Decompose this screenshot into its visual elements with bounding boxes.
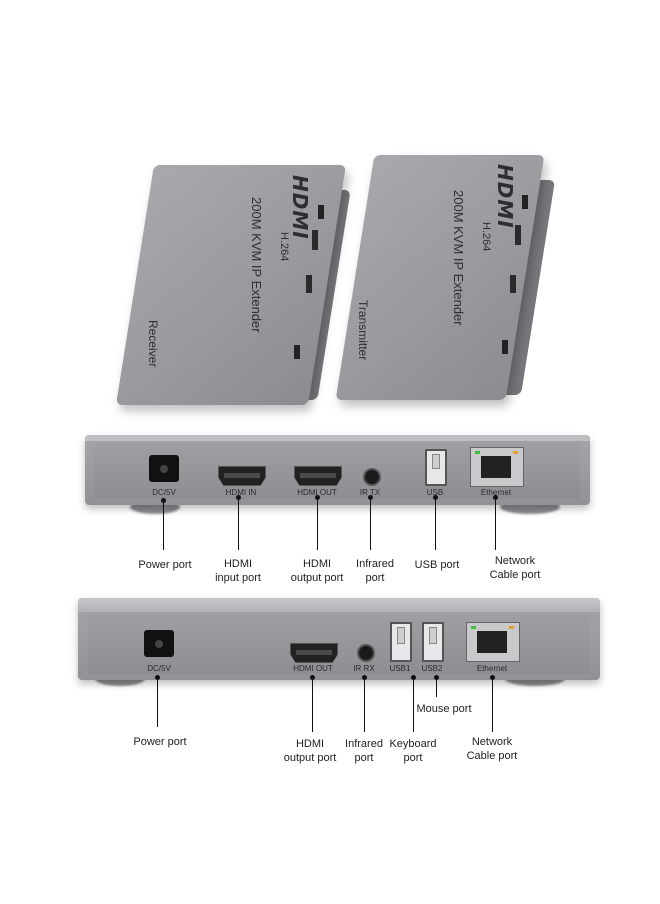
callout-line [435,497,436,550]
callout-network-cable-port: Network Cable port [489,555,541,581]
callout-line [157,677,158,727]
receiver-side-port [312,230,318,250]
port-label-hdmi-out: HDMI OUT [293,664,333,673]
transmitter-model-label: 200M KVM IP Extender [451,190,466,326]
receiver-role-label: Receiver [146,320,160,368]
receiver-codec-label: H.264 [278,232,290,262]
callout-line [370,497,371,550]
transmitter-side-port [522,195,528,209]
callout-infrared-port: Infrared port [345,738,383,764]
callout-line [436,677,437,697]
callout-mouse-port: Mouse port [416,703,472,715]
receiver-model-label: 200M KVM IP Extender [249,197,264,333]
callout-hdmi-output-port: HDMI output port [283,738,337,764]
receiver-hdmi-logo: HDMI [288,175,312,240]
ethernet-port [470,447,524,487]
led-indicator [475,451,480,454]
led-indicator [513,451,518,454]
receiver-side-port [318,205,324,219]
port-label-ir-rx: IR RX [353,664,375,673]
callout-infrared-port: Infrared port [356,558,394,584]
usb1-port [390,622,412,662]
port-label-ethernet: Ethernet [480,488,512,497]
callout-network-cable-port: Network Cable port [466,736,518,762]
callout-line [163,500,164,550]
callout-line [238,497,239,550]
hdmi-in-port [218,466,266,486]
led-indicator [471,626,476,629]
callout-hdmi-input-port: HDMI input port [215,558,261,584]
receiver-side-port [306,275,312,293]
port-label-usb2: USB2 [421,664,443,673]
ethernet-port [466,622,520,662]
port-label-hdmi-out: HDMI OUT [297,488,337,497]
callout-power-port: Power port [133,736,187,748]
led-indicator [509,626,514,629]
usb-port [425,449,447,486]
receiver-side-port [294,345,300,359]
port-label-usb1: USB1 [389,664,411,673]
port-label-hdmi-in: HDMI IN [225,488,257,497]
transmitter-hdmi-logo: HDMI [493,164,517,229]
callout-line [492,677,493,732]
callout-line [312,677,313,732]
callout-usb-port: USB port [414,559,460,571]
port-label-ir-tx: IR TX [359,488,381,497]
callout-line [495,497,496,550]
usb2-port [422,622,444,662]
ir-tx-jack [363,468,381,486]
callout-line [364,677,365,732]
callout-line [413,677,414,732]
transmitter-side-port [515,225,521,245]
dc-power-jack [144,630,174,657]
transmitter-side-port [502,340,508,354]
hdmi-out-port [290,643,338,663]
callout-power-port: Power port [138,559,192,571]
callout-keyboard-port: Keyboard port [389,738,437,764]
transmitter-side-port [510,275,516,293]
callout-hdmi-output-port: HDMI output port [290,558,344,584]
hdmi-out-port [294,466,342,486]
port-label-usb: USB [426,488,444,497]
transmitter-codec-label: H.264 [480,222,492,252]
port-label-ethernet: Ethernet [476,664,508,673]
port-label-dc: DC/5V [147,664,171,673]
callout-line [317,497,318,550]
port-label-dc: DC/5V [152,488,176,497]
dc-power-jack [149,455,179,482]
ir-rx-jack [357,644,375,662]
transmitter-role-label: Transmitter [356,300,370,361]
